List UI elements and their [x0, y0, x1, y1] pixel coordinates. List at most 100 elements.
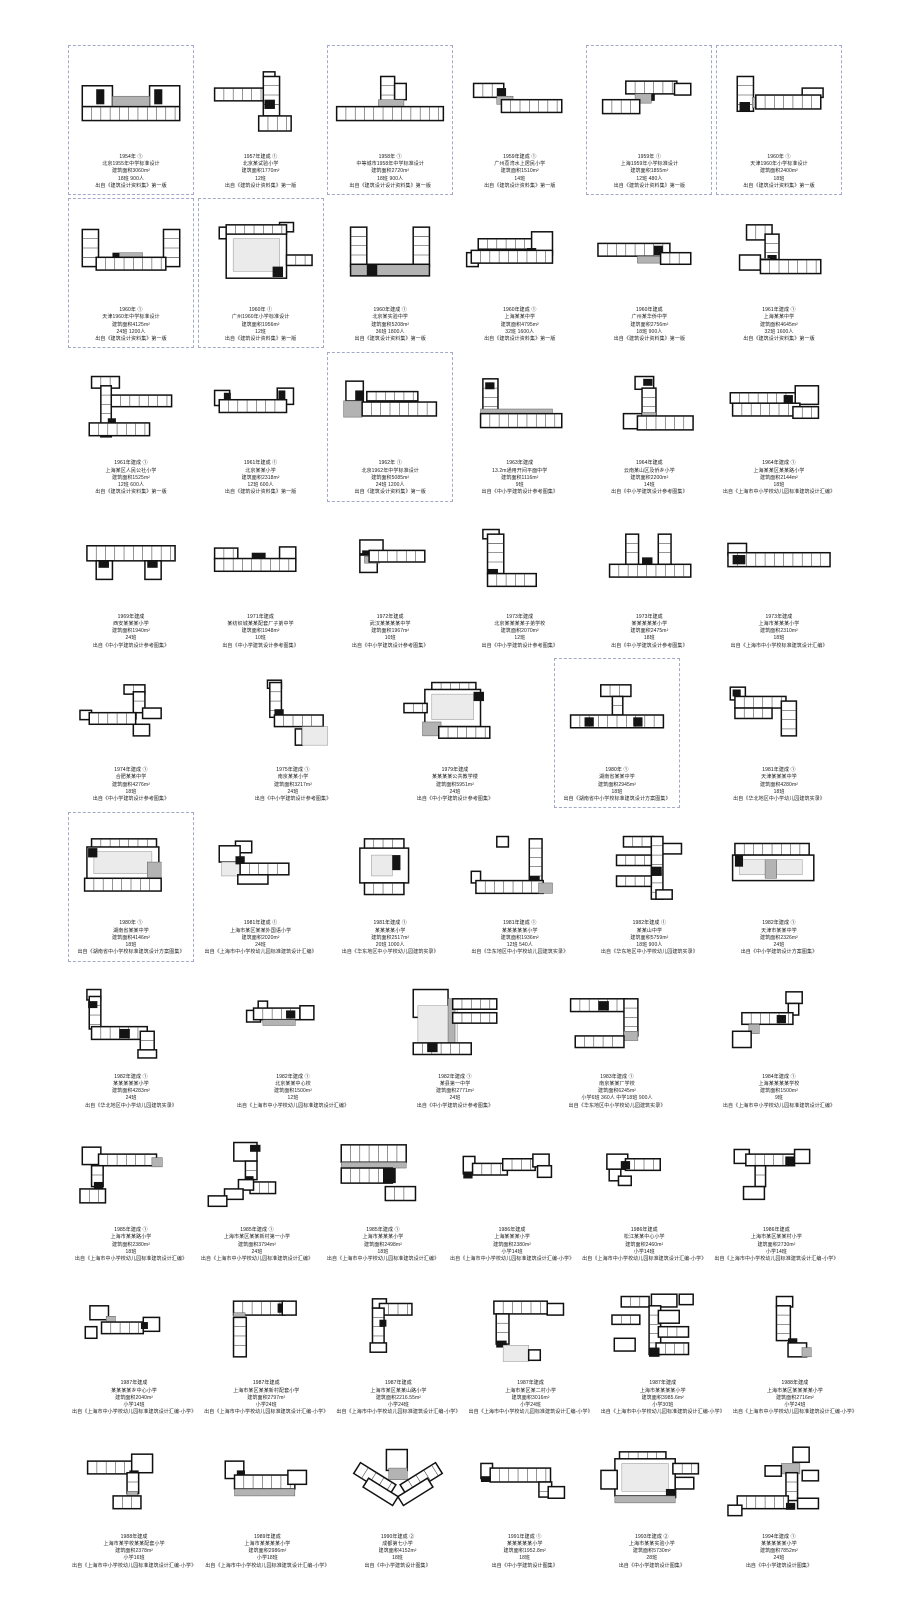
caption-name-line: 某某某某某小学 — [501, 927, 538, 934]
caption-info-line: 建筑面积2498m² — [364, 1241, 402, 1248]
floor-plan-drawing — [720, 203, 838, 307]
caption-year-line: 1988年建成 — [781, 1380, 809, 1387]
caption-info-line: 18班 — [773, 635, 785, 642]
caption-name-line: 某某某某乡中心小学 — [111, 1387, 158, 1394]
floor-plan-drawing — [72, 1123, 190, 1227]
caption-source-line: 出自《上海市中小学校幼儿园标准建筑设计汇编-小学》 — [600, 1409, 725, 1416]
caption-year-line: 1960年 ① — [248, 307, 273, 314]
caption-source-line: 出自《建筑设计资料集》第一版 — [743, 182, 815, 189]
caption-source-line: 出自《上海市中小学校幼儿园标准建筑设计汇编-小学》 — [204, 1409, 329, 1416]
caption-info-line: 12班 — [255, 328, 267, 335]
caption-year-line: 1971年建成 — [247, 613, 274, 620]
caption-year-line: 1987年建成 — [517, 1380, 545, 1387]
caption-source-line: 出自《湖南省中小学校标准建筑设计方案图集》 — [563, 796, 671, 803]
caption-source-line: 出自《上海市中小学校幼儿园标准建筑设计汇编-小学》 — [450, 1256, 575, 1263]
caption-info-line: 18班 — [392, 1555, 404, 1562]
caption-info-line: 建筑面积1770m² — [241, 168, 280, 175]
caption-name-line: 天津1960年小学标准设计 — [750, 161, 808, 167]
floor-plan-drawing — [72, 50, 190, 154]
caption-year-line: 1979年建成 — [441, 767, 469, 774]
caption-info-line: 建筑面积1952.8m² — [503, 1548, 546, 1555]
caption-name-line: 松江某某中心小学 — [623, 1234, 665, 1241]
caption-year-line: 1986年建成 — [763, 1227, 790, 1234]
caption-info-line: 18班 — [643, 635, 655, 642]
caption-name-line: 广州某华侨中学 — [631, 314, 668, 321]
caption-name-line: 上海市某区某某山路小学 — [370, 1387, 427, 1394]
floor-plan-drawing — [331, 510, 449, 614]
caption-source-line: 出自《上海市中小学校幼儿园标准建筑设计汇编-小学》 — [582, 1256, 707, 1263]
caption-info-line: 建筑面积3985.6m² — [641, 1394, 684, 1401]
caption-name-line: 湖南省某某中学 — [599, 774, 635, 781]
caption-info-line: 12班 540人 — [506, 942, 533, 949]
floor-plan-drawing — [720, 1430, 838, 1534]
floor-plan-drawing — [72, 510, 190, 614]
caption-year-line: 1987年建成 — [385, 1380, 412, 1387]
caption-name-line: 天津市某某中学 — [761, 927, 797, 934]
caption-source-line: 出自《上海市中小学校幼儿园标准建筑设计汇编》 — [326, 1256, 440, 1263]
caption-name-line: 广州荔湾水上居民小学 — [494, 161, 546, 167]
caption-name-line: 某某某某公共教学楼 — [432, 774, 478, 781]
caption-source-line: 出自《华北地区中小学幼儿园建筑实录》 — [85, 1102, 177, 1109]
caption-info-line: 建筑面积2986m² — [248, 1548, 287, 1555]
caption-year-line: 1959年建成 ① — [503, 153, 537, 160]
caption-info-line: 建筑面积1500m² — [760, 1088, 798, 1095]
caption-info-line: 24班 — [773, 942, 785, 949]
floor-plan-drawing — [720, 50, 838, 154]
caption-name-line: 上海市某某路小学 — [110, 1234, 152, 1241]
caption-name-line: 上海某某区某某路小学 — [753, 467, 805, 474]
caption-name-line: 某某某某某小学 — [113, 1080, 149, 1087]
caption-source-line: 出自《上海市中小学校幼儿园标准建筑设计汇编-小学》 — [72, 1562, 197, 1569]
caption-source-line: 出自《上海市中小学校幼儿园标准建筑设计汇编》 — [204, 949, 317, 956]
floor-plan-drawing — [590, 817, 708, 921]
caption-info-line: 32班 1600人 — [505, 328, 535, 335]
floor-plan-drawing — [202, 510, 320, 614]
caption-name-line: 北京某某小学 — [245, 467, 276, 474]
caption-name-line: 上海某某中学 — [504, 314, 536, 321]
caption-name-line: 北京某某某某子弟学校 — [494, 620, 546, 627]
caption-info-line: 建筑面积1956m² — [241, 321, 280, 328]
caption-name-line: 湖南省某某中学 — [113, 927, 149, 934]
caption-year-line: 1972年建成 — [376, 613, 404, 620]
caption-info-line: 18班 900人 — [117, 175, 145, 182]
caption-name-line: 天津1960年中学标准设计 — [102, 314, 160, 321]
floor-plan-drawing — [72, 203, 190, 307]
caption-info-line: 18班 — [611, 788, 623, 795]
caption-name-line: 某某山中学 — [636, 927, 663, 934]
floor-plan-drawing — [590, 203, 708, 307]
caption-info-line: 小学6班 360人 中学18班 900人 — [581, 1095, 653, 1102]
floor-plan-drawing — [720, 357, 838, 461]
floor-plan-drawing — [720, 510, 838, 614]
caption-year-line: 1961年建成 ① — [762, 307, 796, 314]
caption-source-line: 出自《上海市中小学校幼儿园标准建筑设计汇编-小学》 — [714, 1256, 839, 1263]
caption-info-line: 12班 — [255, 175, 267, 182]
caption-info-line: 建筑面积5208m² — [371, 321, 410, 328]
caption-source-line: 出自《中小学建筑设计图集》 — [364, 1562, 431, 1569]
caption-year-line: 1986年建成 — [498, 1227, 526, 1234]
floor-plan-drawing — [396, 970, 514, 1074]
